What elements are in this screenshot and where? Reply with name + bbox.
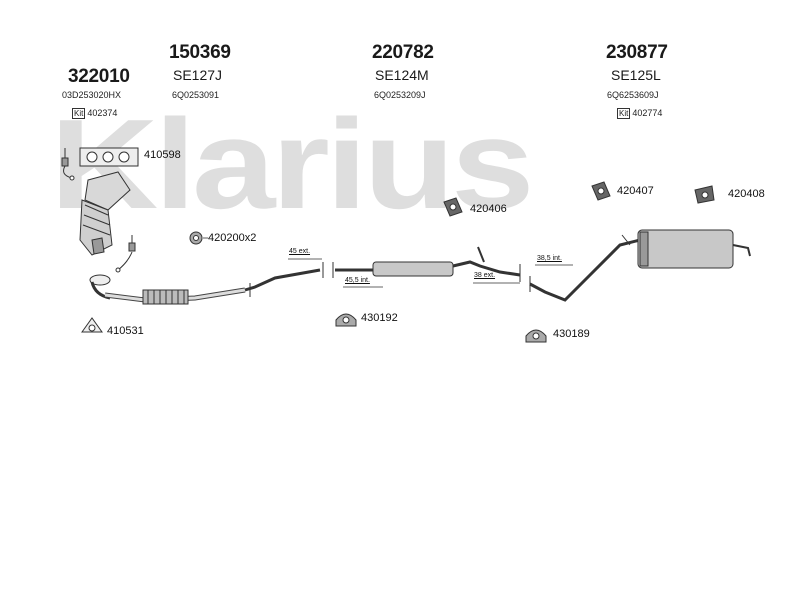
part-number-230877: 230877: [606, 42, 668, 63]
kit-badge: Kit: [72, 108, 86, 119]
part-label-420406: 420406: [470, 203, 507, 215]
rubber-mount-420407-icon: [591, 181, 611, 201]
model-code-220782: SE124M: [375, 67, 429, 83]
kit-badge: Kit: [617, 108, 631, 119]
part-number-150369: 150369: [169, 42, 231, 63]
lambda-sensor-2-icon: [115, 235, 136, 273]
part-label-410531: 410531: [107, 325, 144, 337]
part-label-420408: 420408: [728, 188, 765, 200]
part-label-420407: 420407: [617, 185, 654, 197]
lambda-sensor-icon: [61, 148, 75, 181]
part-label-420200: 420200x2: [208, 232, 257, 244]
rubber-mount-420408-icon: [694, 185, 715, 204]
front-pipe-icon: [104, 262, 324, 305]
kit-number: 402774: [632, 108, 663, 118]
oem-code-150369: 6Q0253091: [172, 90, 220, 100]
clamp-430192-icon: [335, 313, 357, 327]
oem-code-220782: 6Q0253209J: [374, 90, 426, 100]
dimension-38-ext: 38 ext.: [474, 272, 496, 279]
part-number-322010: 322010: [68, 66, 130, 87]
kit-number: 402374: [87, 108, 118, 118]
part-number-220782: 220782: [372, 42, 434, 63]
model-code-230877: SE125L: [611, 67, 661, 83]
part-label-430192: 430192: [361, 312, 398, 324]
centre-silencer-icon: [332, 246, 521, 282]
rear-silencer-icon: [529, 229, 751, 302]
dimension-38-5-int: 38,5 int.: [537, 255, 562, 262]
dimension-45-ext: 45 ext.: [289, 248, 311, 255]
rubber-mount-420406-icon: [443, 197, 463, 217]
model-code-150369: SE127J: [173, 67, 223, 83]
bolt-420200-icon: [189, 231, 203, 245]
part-label-430189: 430189: [553, 328, 590, 340]
oem-code-322010: 03D253020HX: [62, 90, 122, 100]
catalytic-converter-icon: [79, 171, 131, 256]
part-label-410598: 410598: [144, 149, 181, 161]
gasket-410531-icon: [81, 317, 103, 333]
clamp-430189-icon: [525, 329, 547, 343]
dimension-45-5-int: 45,5 int.: [345, 277, 370, 284]
oem-code-230877: 6Q6253609J: [607, 90, 659, 100]
gasket-410598-icon: [79, 147, 139, 167]
